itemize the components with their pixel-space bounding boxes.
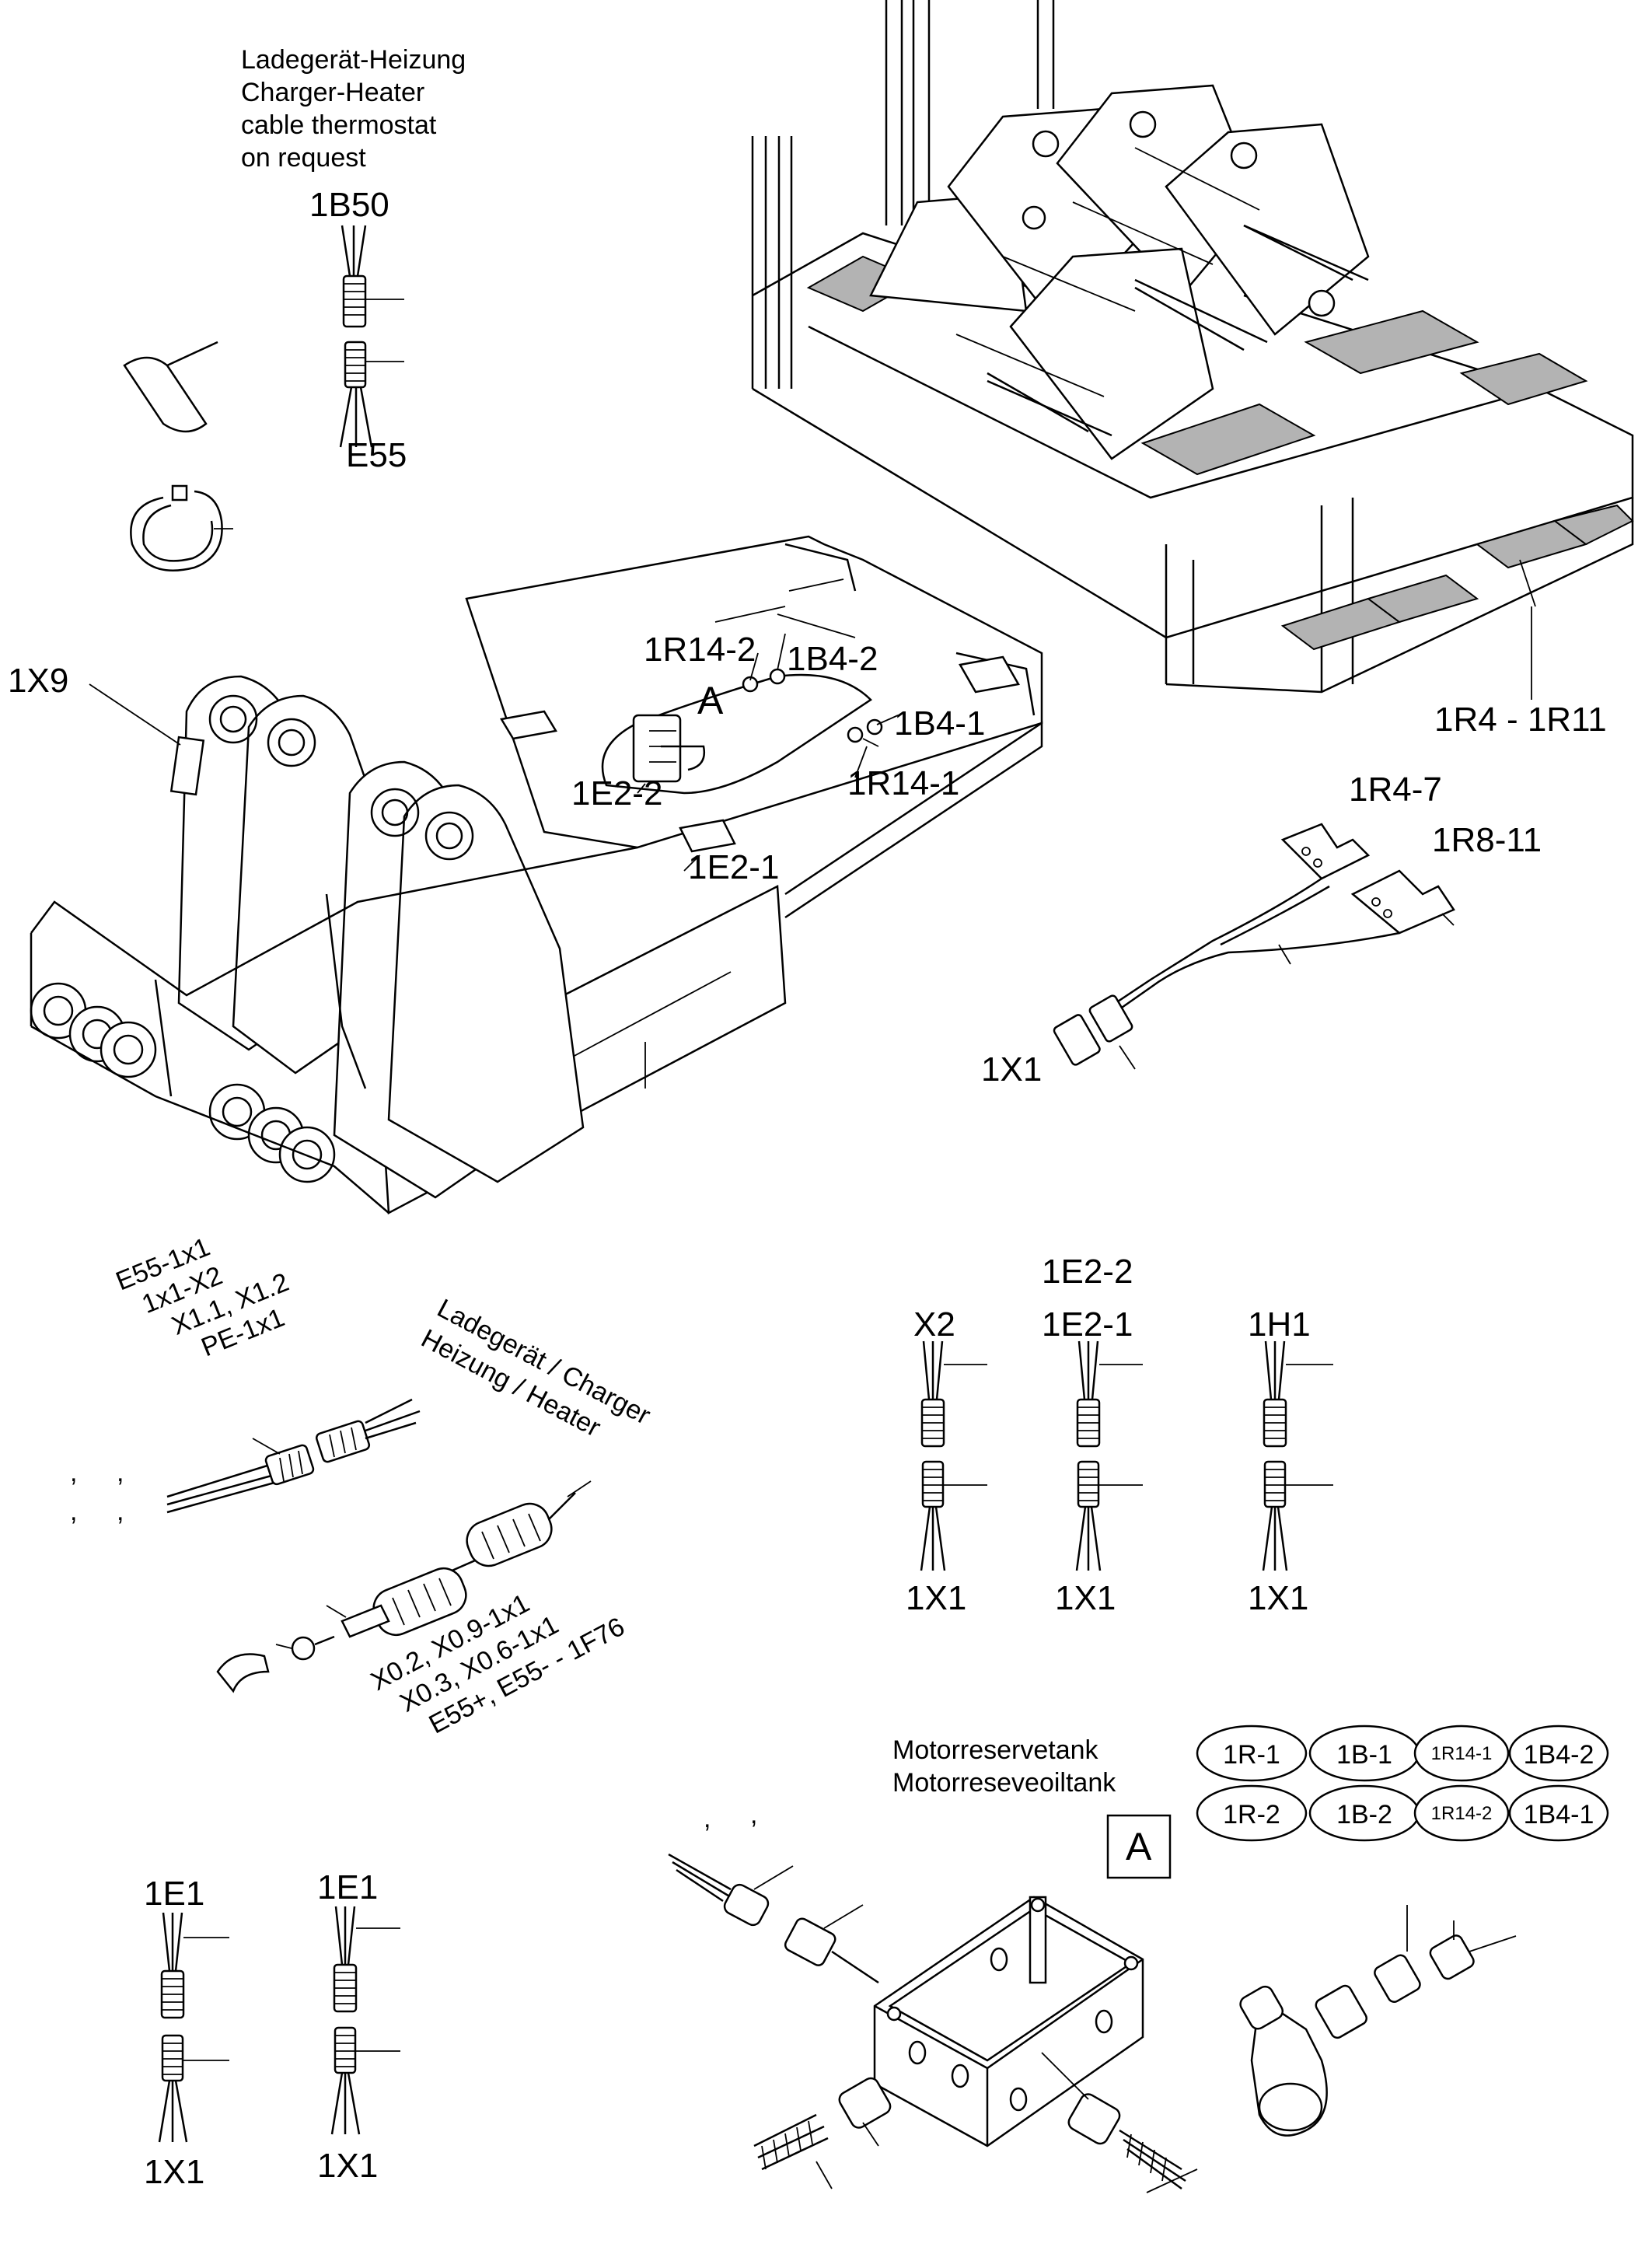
legend-row-2: 1R-2 1B-2 1R14-2 1B4-1 — [1196, 1784, 1609, 1842]
label-1e2-2: 1E2-2 — [571, 774, 662, 812]
charger-connector-lower — [216, 1480, 592, 1693]
plug-connector-1e1-a — [158, 1912, 229, 2143]
legend-ellipse — [1413, 1725, 1510, 1782]
charger-heater-note: Ladegerät-Heizung Charger-Heater cable t… — [241, 45, 466, 173]
legend-ellipse — [1413, 1784, 1510, 1842]
legend-ellipse — [1196, 1784, 1308, 1842]
label-1e1-a: 1E1 — [144, 1875, 204, 1913]
battery-frame-assembly — [751, 0, 1634, 700]
detail-a-box — [1106, 1814, 1172, 1879]
legend-cell: 1R-2 — [1223, 1800, 1280, 1829]
note-line-2: Charger-Heater — [241, 78, 424, 107]
elbow-fitting — [1239, 1905, 1517, 2137]
plug-connector-1e1-b — [330, 1906, 400, 2135]
label-detail-a: A — [697, 679, 724, 722]
sensor-legend: 1R-1 1B-1 1R14-1 1B4-2 1R-2 1B-2 1R14-2 … — [1196, 1725, 1609, 1842]
label-1b4-2: 1B4-2 — [787, 640, 878, 678]
legend-cell: 1B-1 — [1336, 1740, 1392, 1770]
label-1b50: 1B50 — [309, 186, 389, 224]
label-1h1: 1H1 — [1248, 1305, 1311, 1344]
tank-note: Motorreservetank Motorreseveoiltank — [892, 1735, 1116, 1798]
mark: , — [750, 1800, 757, 1829]
charger-heater-rotated-note: Ladegerät / Charger Heizung / Heater — [417, 1294, 655, 1443]
mark: , — [117, 1458, 124, 1487]
mark: , — [70, 1497, 77, 1526]
label-e55: E55 — [346, 436, 407, 474]
legend-ellipse — [1508, 1784, 1609, 1842]
label-1x1-e: 1X1 — [317, 2147, 378, 2185]
label-1x1-b: 1X1 — [1055, 1579, 1116, 1617]
label-1e1-b: 1E1 — [317, 1868, 378, 1906]
truck-chassis-frame — [30, 535, 1043, 1215]
legend-cell: 1B-2 — [1336, 1800, 1392, 1829]
junction-box-assembly — [668, 1853, 1198, 2193]
legend-cell: 1R14-2 — [1431, 1803, 1493, 1824]
label-1e2-1: 1E2-1 — [688, 848, 779, 886]
label-1x9: 1X9 — [8, 662, 68, 700]
connector-list: E55-1x1 1x1-X2 X1.1, X1.2 PE-1x1 — [112, 1232, 293, 1363]
mark: , — [117, 1497, 124, 1526]
detail-a-box-label: A — [1126, 1825, 1152, 1868]
legend-cell: 1R14-1 — [1431, 1743, 1493, 1764]
tank-line-2: Motorreseveoiltank — [892, 1768, 1116, 1798]
legend-ellipse — [1196, 1725, 1308, 1782]
label-1e2-2-top: 1E2-2 — [1042, 1253, 1133, 1291]
legend-cell: 1B4-1 — [1524, 1800, 1594, 1829]
legend-cell: 1R-1 — [1223, 1740, 1280, 1770]
label-1r14-2: 1R14-2 — [644, 631, 756, 669]
label-1r8-11: 1R8-11 — [1432, 821, 1542, 859]
sensor-harness — [1053, 823, 1455, 1070]
plug-connector-1e2 — [1075, 1340, 1143, 1571]
note-line-1: Ladegerät-Heizung — [241, 45, 466, 75]
cable-tie-icon — [130, 484, 233, 571]
charger-connector-upper — [166, 1398, 421, 1514]
legend-ellipse — [1508, 1725, 1609, 1782]
label-1x1-main: 1X1 — [981, 1050, 1042, 1089]
left-marks: , , , , — [70, 1458, 124, 1526]
mark: , — [704, 1804, 711, 1833]
legend-cell: 1B4-2 — [1524, 1740, 1594, 1770]
label-1r4-7: 1R4-7 — [1349, 771, 1442, 809]
label-x2: X2 — [913, 1305, 955, 1344]
plug-connector-x2 — [920, 1340, 987, 1571]
note-line-4: on request — [241, 143, 366, 173]
cable-section-icon — [123, 341, 218, 433]
plug-connector-1h1 — [1262, 1340, 1333, 1571]
note-line-3: cable thermostat — [241, 110, 437, 140]
label-1e2-1-top: 1E2-1 — [1042, 1305, 1133, 1344]
plug-connector-1b50 — [339, 225, 404, 448]
label-1x1-a: 1X1 — [906, 1579, 966, 1617]
label-1r4-1r11: 1R4 - 1R11 — [1434, 701, 1607, 739]
mark: , — [70, 1458, 77, 1487]
label-1x1-d: 1X1 — [144, 2153, 204, 2191]
tank-line-1: Motorreservetank — [892, 1735, 1099, 1765]
legend-row-1: 1R-1 1B-1 1R14-1 1B4-2 — [1196, 1725, 1609, 1782]
tank-marks: , , — [704, 1800, 757, 1833]
label-1x1-c: 1X1 — [1248, 1579, 1308, 1617]
label-1b4-1: 1B4-1 — [894, 704, 985, 743]
label-1r14-1: 1R14-1 — [847, 764, 959, 802]
